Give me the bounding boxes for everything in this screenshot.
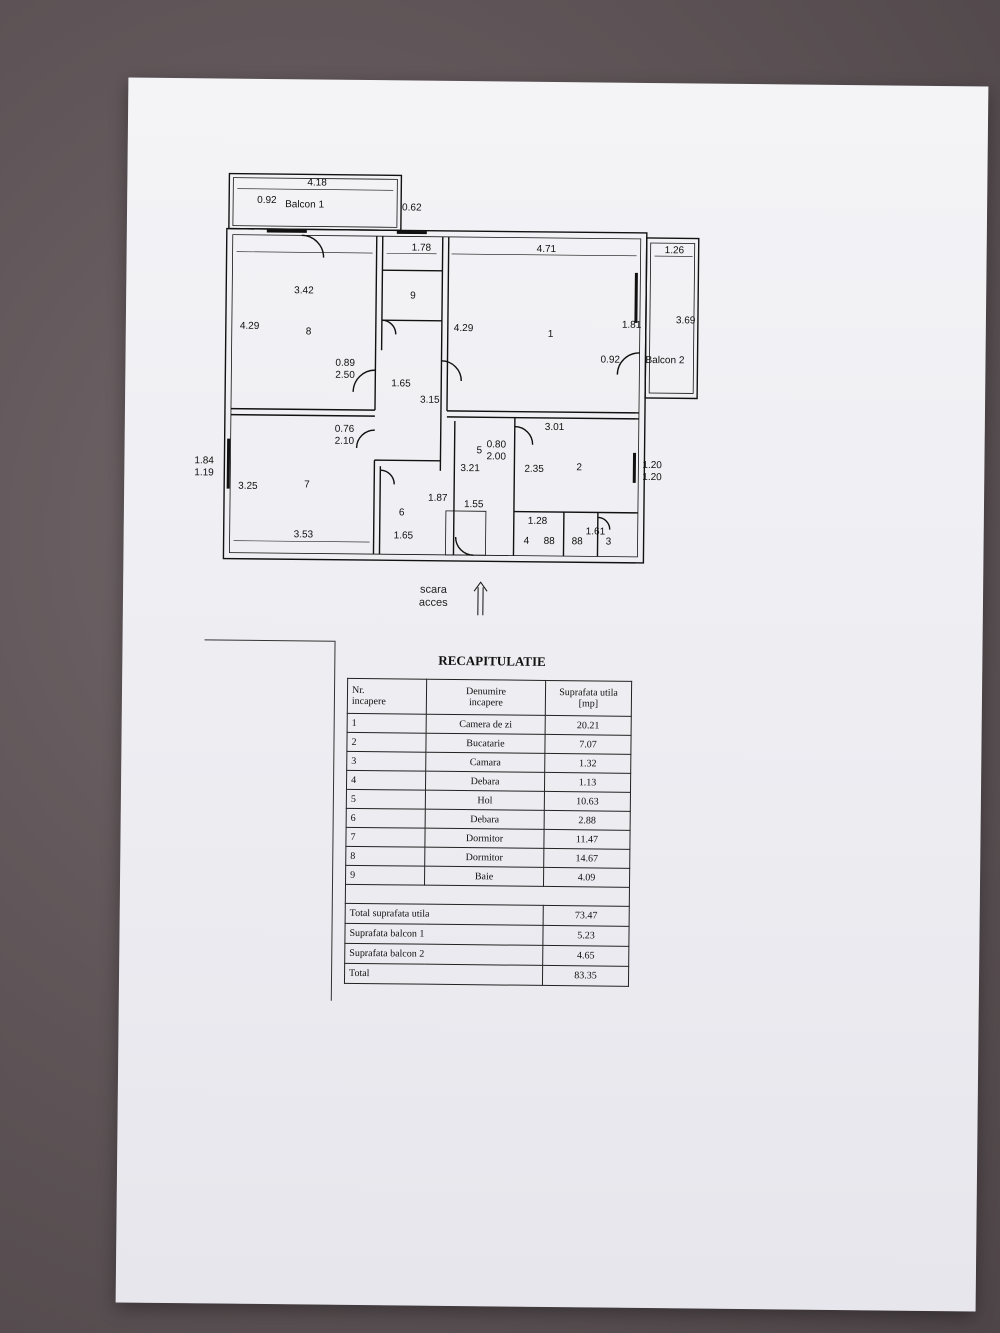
total-value: 73.47 [543, 905, 630, 927]
room-number-9: 9 [410, 290, 416, 301]
room-number-3: 3 [606, 537, 612, 548]
row-name: Debara [425, 771, 545, 792]
dim-label: 0.89 [335, 358, 355, 369]
dim-label: 4.71 [537, 244, 557, 255]
total-label: Suprafata balcon 1 [344, 923, 544, 946]
dim-label: 1.26 [665, 245, 685, 256]
dim-label: 1.28 [528, 516, 548, 527]
dim-label: 1.78 [412, 243, 432, 254]
access-label-line2: acces [418, 596, 448, 609]
row-area: 4.09 [543, 867, 630, 888]
floor-plan: 4.18 Balcon 1 0.92 0.62 1.78 4.71 1.26 3… [193, 168, 707, 593]
floor-plan-drawing: 4.18 Balcon 1 0.92 0.62 1.78 4.71 1.26 3… [194, 172, 700, 564]
dim-label: 1.65 [391, 378, 411, 389]
dim-label: 0.80 [487, 439, 507, 450]
dim-label: 0.92 [257, 195, 277, 206]
dim-label: 1.20 [642, 472, 662, 483]
row-nr: 6 [346, 808, 426, 829]
dim-label: 3.53 [294, 529, 314, 540]
access-label-line1: scara [419, 583, 447, 596]
dim-label: 1.19 [194, 467, 214, 478]
balcon-2-label: Balcon 2 [645, 355, 684, 366]
dim-label: 88 [544, 536, 556, 547]
dim-label: 1.87 [428, 493, 448, 504]
room-number-8: 8 [306, 326, 312, 337]
row-area: 20.21 [545, 715, 632, 736]
divider-line [204, 639, 335, 642]
dim-label: 0.92 [600, 354, 620, 365]
dim-label: 3.01 [545, 422, 565, 433]
total-value: 83.35 [542, 965, 629, 987]
header-name: Denumire incapere [426, 679, 546, 716]
total-value: 4.65 [542, 945, 629, 967]
dim-label: 1.55 [464, 499, 484, 510]
total-value: 5.23 [542, 925, 630, 947]
dim-label: 3.42 [294, 285, 314, 296]
row-nr: 1 [347, 713, 427, 734]
dim-label: 1.81 [622, 320, 642, 331]
row-name: Hol [425, 790, 545, 811]
access-label: scara acces [419, 584, 448, 610]
row-name: Camera de zi [426, 714, 546, 735]
row-nr: 4 [346, 770, 426, 791]
dim-label: 3.69 [676, 315, 696, 326]
dim-label: 88 [572, 536, 584, 547]
row-area: 11.47 [543, 829, 631, 850]
row-nr: 2 [346, 732, 427, 753]
dim-label: 3.15 [420, 395, 440, 406]
dim-label: 2.35 [524, 464, 544, 475]
row-nr: 9 [345, 865, 425, 886]
row-area: 10.63 [544, 791, 631, 812]
room-number-2: 2 [576, 462, 582, 473]
dim-label: 1.65 [394, 530, 414, 541]
recap-title: RECAPITULATIE [438, 652, 546, 669]
row-area: 14.67 [543, 848, 630, 869]
dim-label: 4.29 [240, 321, 260, 332]
dim-label: 0.76 [335, 424, 355, 435]
row-name: Baie [424, 866, 544, 887]
recap-table: Nr. incapere Denumire incapere Suprafata… [344, 678, 632, 987]
access-arrow-icon [473, 581, 488, 616]
dim-label: 4.18 [307, 177, 327, 188]
row-area: 1.13 [544, 772, 631, 793]
row-nr: 3 [346, 751, 426, 772]
row-name: Bucatarie [425, 733, 546, 754]
dim-label: 1.84 [194, 455, 214, 466]
table-header-row: Nr. incapere Denumire incapere Suprafata… [347, 678, 632, 717]
row-nr: 5 [346, 789, 426, 810]
total-label: Total suprafata utila [345, 903, 544, 926]
paper-sheet: 4.18 Balcon 1 0.92 0.62 1.78 4.71 1.26 3… [115, 77, 989, 1312]
dim-label: 1.61 [586, 526, 606, 537]
dim-label: 1.20 [642, 460, 662, 471]
room-number-6: 6 [399, 507, 405, 518]
row-name: Dormitor [424, 828, 545, 849]
row-nr: 7 [345, 827, 426, 848]
row-nr: 8 [345, 846, 425, 867]
room-number-4: 4 [524, 536, 530, 547]
divider-line [330, 640, 336, 1001]
header-nr: Nr. incapere [347, 678, 427, 715]
room-number-5: 5 [476, 445, 482, 456]
dim-label: 2.10 [335, 436, 355, 447]
dim-label: 3.25 [238, 481, 258, 492]
dim-label: 2.00 [486, 451, 506, 462]
row-area: 1.32 [544, 753, 631, 774]
row-name: Dormitor [424, 847, 544, 868]
dim-label: 2.50 [335, 370, 355, 381]
row-area: 7.07 [544, 734, 632, 755]
header-area: Suprafata utila [mp] [545, 680, 632, 717]
dim-label: 3.21 [460, 463, 480, 474]
row-name: Debara [425, 809, 545, 830]
dim-label: 4.29 [454, 323, 474, 334]
room-number-7: 7 [304, 479, 310, 490]
total-label: Total [344, 963, 543, 986]
total-label: Suprafata balcon 2 [344, 943, 543, 966]
row-name: Camara [425, 752, 545, 773]
room-number-1: 1 [548, 329, 554, 340]
dim-label: 0.62 [402, 202, 422, 213]
balcon-1-label: Balcon 1 [285, 199, 324, 210]
row-area: 2.88 [544, 810, 631, 831]
